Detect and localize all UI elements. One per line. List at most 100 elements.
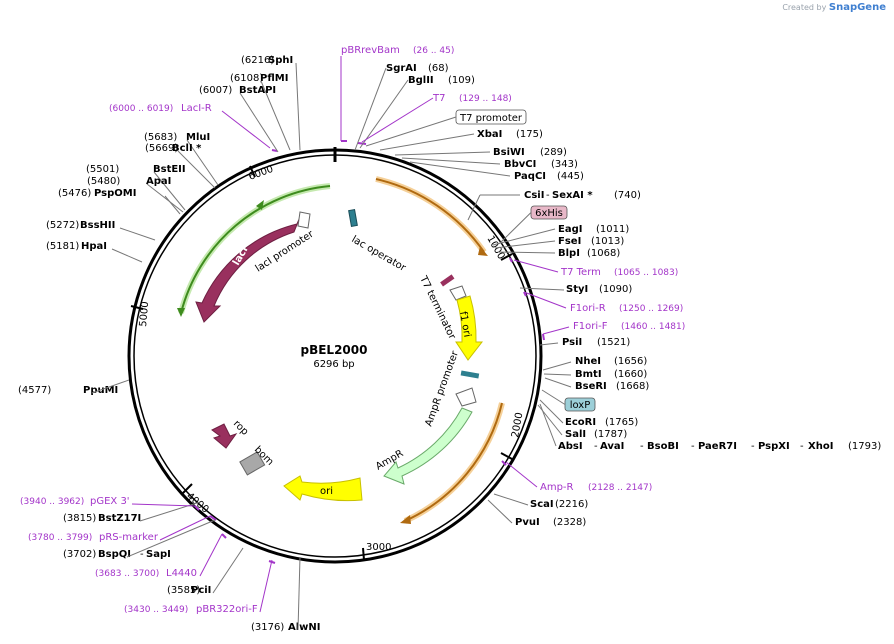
enzyme-pos-40: (2216)	[555, 499, 588, 510]
t7-terminator-label: T7 terminator	[417, 274, 458, 342]
enzyme-pos-12: (3702)	[63, 549, 96, 560]
enzyme-name-41: PvuI	[515, 517, 540, 528]
enzyme-name-36: BsoBI	[647, 441, 679, 452]
enzyme-name-40: ScaI	[530, 499, 554, 510]
snapgene-credit: Created by SnapGene	[782, 2, 886, 13]
enzyme-name-10: PpuMI	[83, 385, 118, 396]
primer-name-5: F1ori-F	[573, 321, 608, 332]
primer-name-2: LacI-R	[181, 103, 212, 114]
enzyme-leader-7	[164, 195, 181, 215]
enzyme-name-26: BlpI	[558, 248, 580, 259]
enzyme-name-25: FseI	[558, 236, 581, 247]
enzyme-name-37: PaeR7I	[698, 441, 737, 452]
laci-orf-arc-1	[180, 185, 331, 314]
enzyme-leader-21	[409, 161, 511, 177]
enzyme-name-34: AbsI	[558, 441, 583, 452]
laci-promoter-shape	[297, 211, 311, 229]
enzyme-name-11: BstZ17I	[98, 513, 141, 524]
enzyme-pos-19: (289)	[540, 147, 567, 158]
enzyme-leader-24	[492, 228, 556, 246]
laci-orf-arrow-1	[256, 200, 264, 210]
enzyme-name-38: PspXI	[758, 441, 790, 452]
primer-leader-6	[505, 461, 538, 488]
enzyme-pos-18: (175)	[516, 129, 543, 140]
enzyme-name-24: EagI	[558, 224, 582, 235]
enzyme-pos-30: (1660)	[614, 369, 647, 380]
enzyme-name-13: SapI	[146, 549, 171, 560]
enzyme-name-8: BssHII	[80, 220, 115, 231]
tick-label-5000: 5000	[138, 301, 151, 327]
kb-ticks	[130, 165, 513, 561]
enzyme-leader-6	[146, 183, 184, 213]
lac-operator-label: lac operator	[350, 234, 409, 274]
primer-name-3: T7 Term	[560, 267, 601, 278]
separator-dash: -	[800, 441, 804, 452]
enzyme-name-30: BmtI	[575, 369, 602, 380]
f1-ori-feature	[455, 295, 484, 361]
enzyme-pos-11: (3815)	[63, 513, 96, 524]
laci-feature	[195, 216, 301, 323]
enzyme-pos-3: (5683)	[144, 132, 177, 143]
enzyme-name-35: AvaI	[600, 441, 624, 452]
primer-range-2: (6000 .. 6019)	[109, 104, 173, 114]
enzyme-name-12: BspQI	[98, 549, 131, 560]
enzyme-leader-12	[126, 519, 216, 558]
primer-name-0: pBRrevBam	[341, 45, 400, 56]
primer-leader-4	[523, 291, 567, 309]
rop-feature	[211, 423, 238, 449]
orf-arc-1	[375, 178, 485, 253]
enzyme-name-4: BclI *	[172, 143, 202, 154]
enzyme-pos-14: (3585)	[167, 585, 200, 596]
enzyme-leader-18	[379, 133, 475, 151]
enzyme-name-1: PflMI	[260, 73, 288, 84]
enzyme-name-28: PsiI	[562, 337, 582, 348]
loxp-inner-shape	[460, 370, 480, 379]
enzyme-leader-xhoi	[539, 403, 557, 447]
feature-box-leader-1	[499, 212, 532, 244]
plasmid-size: 6296 bp	[313, 359, 354, 370]
primer-leader-10	[259, 559, 273, 613]
enzyme-leader-20	[401, 157, 501, 165]
enzyme-name-15: AlwNI	[288, 622, 321, 633]
primer-leader-2	[221, 110, 271, 149]
enzyme-pos-9: (5181)	[46, 241, 79, 252]
enzyme-leader-26	[497, 251, 556, 254]
enzyme-pos-24: (1011)	[596, 224, 629, 235]
enzyme-leader-27	[519, 287, 565, 291]
enzyme-pos-2: (6007)	[199, 85, 232, 96]
enzyme-leader-19	[394, 151, 491, 156]
credit-prefix: Created by	[782, 3, 827, 12]
enzyme-leader-14	[212, 547, 244, 594]
primer-name-8: pRS-marker	[99, 532, 159, 543]
enzyme-leader-2	[239, 92, 279, 153]
enzyme-pos-39: (1793)	[848, 441, 881, 452]
enzyme-pos-8: (5272)	[46, 220, 79, 231]
enzyme-leader-4	[177, 150, 216, 189]
enzyme-leader-3	[186, 139, 219, 186]
enzyme-leader-15	[297, 556, 301, 631]
ori-feature	[283, 475, 363, 502]
separator-dash: -	[546, 190, 550, 201]
t7-terminator-arrow	[449, 285, 467, 301]
ampr-promoter-shape	[455, 387, 477, 407]
lac-operator-shape	[348, 209, 358, 227]
enzyme-pos-16: (68)	[428, 63, 449, 74]
enzyme-pos-29: (1656)	[614, 356, 647, 367]
primer-name-6: Amp-R	[540, 482, 574, 493]
bom-feature	[239, 451, 266, 476]
enzyme-leader-22b	[467, 194, 481, 221]
enzyme-name-33: SalI	[565, 429, 586, 440]
plasmid-name: pBEL2000	[301, 343, 368, 357]
separator-dash: -	[751, 441, 755, 452]
primer-range-5: (1460 .. 1481)	[621, 322, 685, 332]
enzyme-leader-9	[111, 248, 143, 263]
primer-range-0: (26 .. 45)	[413, 46, 454, 56]
orf-arrow-2	[400, 515, 411, 524]
primer-leader-9	[199, 533, 223, 577]
enzyme-name-9: HpaI	[81, 241, 107, 252]
enzyme-name-22: CsiI	[524, 190, 544, 201]
enzyme-pos-1: (6108)	[230, 73, 263, 84]
primer-range-8: (3780 .. 3799)	[28, 533, 92, 543]
enzyme-pos-31: (1668)	[616, 381, 649, 392]
